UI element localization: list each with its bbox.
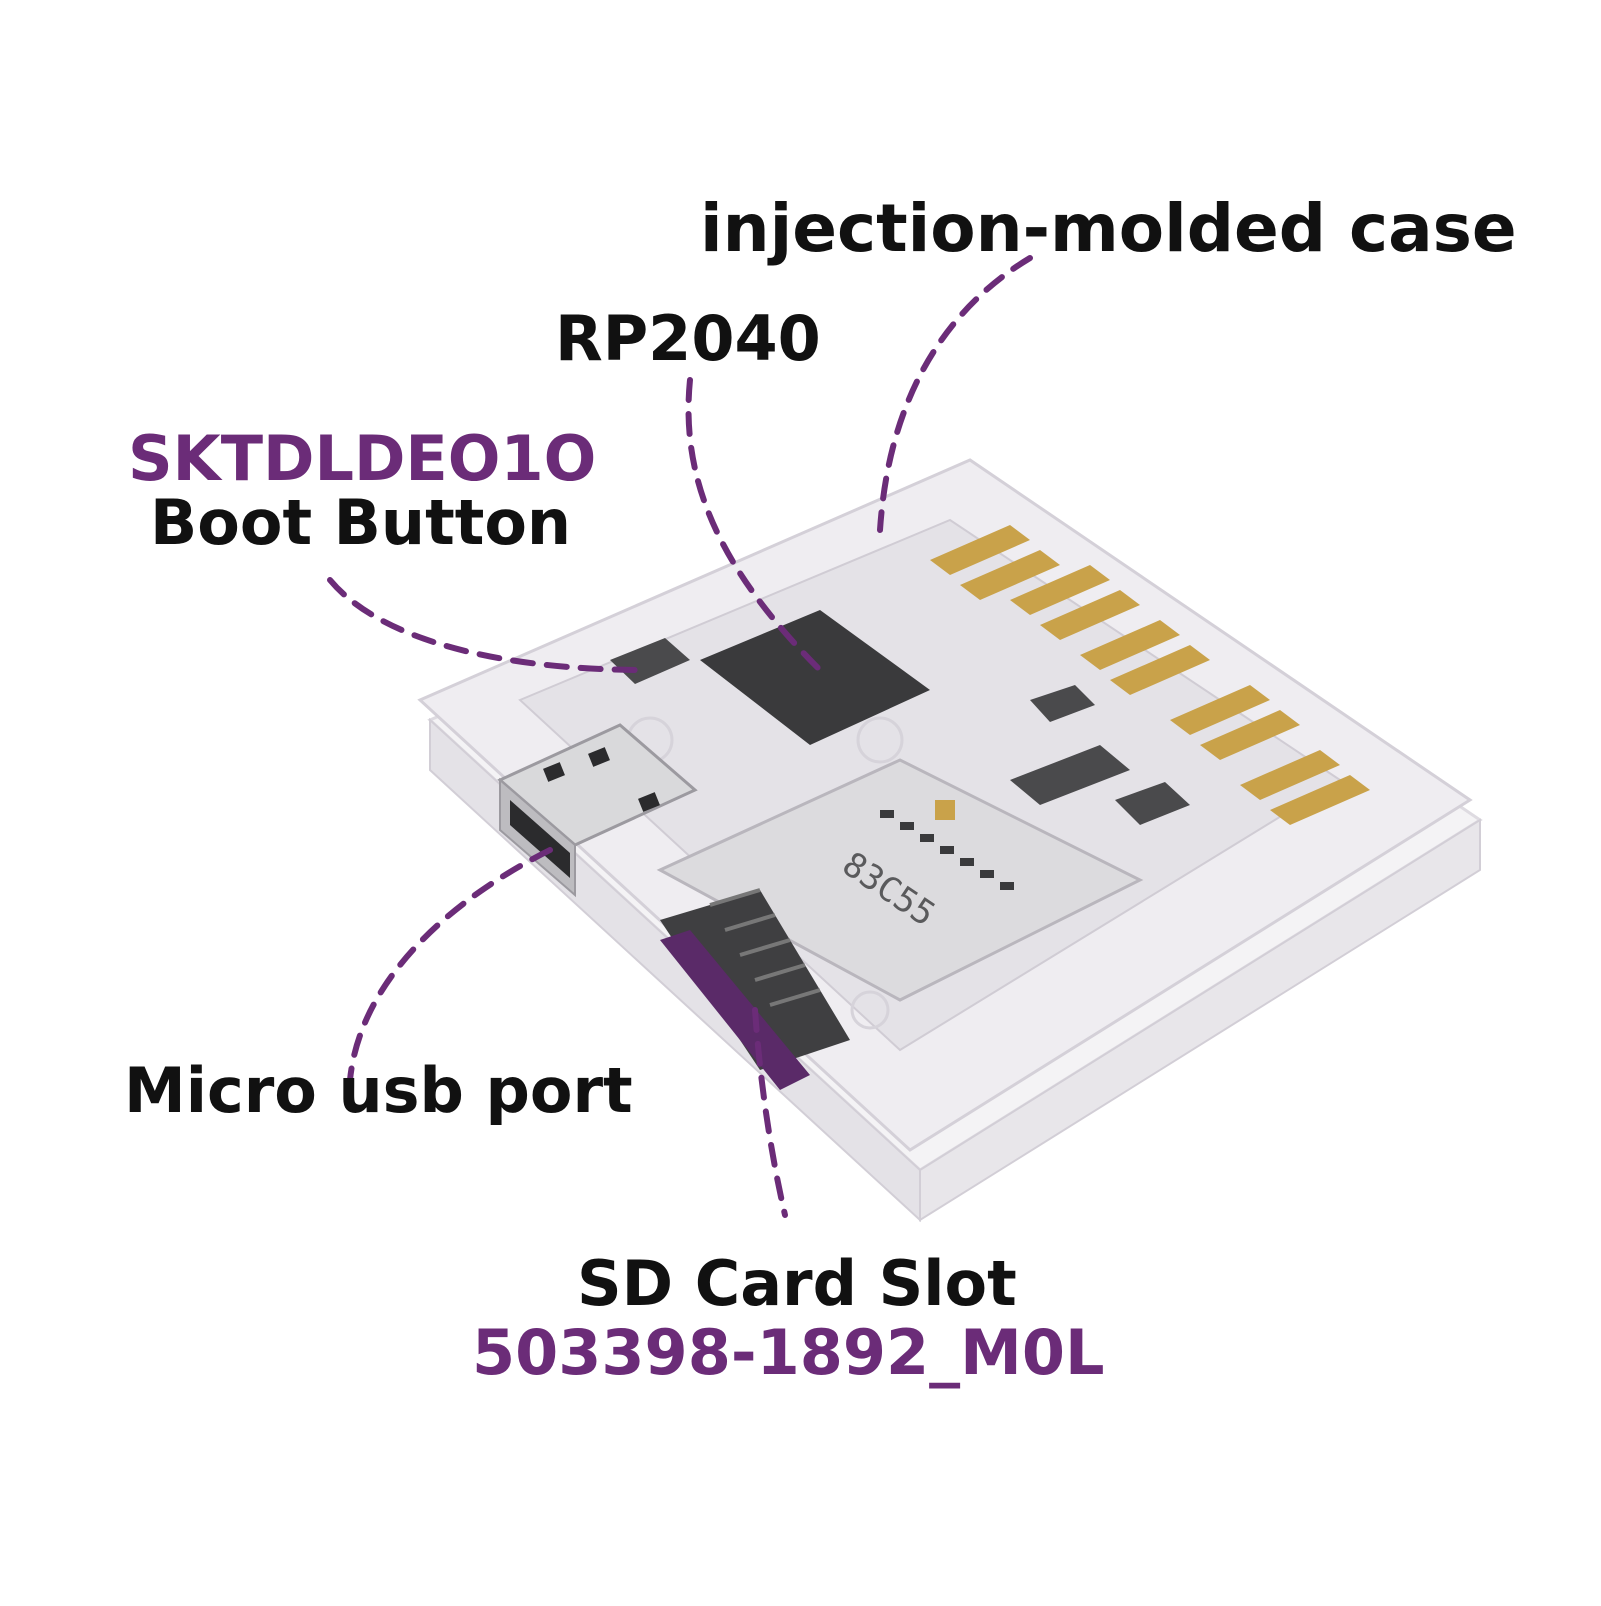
sd-slot-pads	[880, 800, 1014, 890]
contact-strip	[1010, 565, 1110, 615]
leader-lines	[327, 255, 1033, 1218]
leader-sd	[752, 1007, 788, 1218]
contact-strip	[1240, 750, 1340, 800]
contact-strip	[1170, 685, 1270, 735]
leader-usb	[347, 847, 553, 1083]
sd-slot-springs	[709, 888, 821, 1007]
component	[1115, 782, 1190, 825]
label-boot-button-part-number: SKTDLDEO1O	[128, 422, 597, 495]
case-shell-side-edge-right	[919, 818, 1481, 1222]
contact-strip	[1040, 590, 1140, 640]
usb-tab	[638, 792, 660, 812]
component	[1010, 745, 1130, 805]
contact-strip	[960, 550, 1060, 600]
label-rp2040: RP2040	[555, 302, 821, 375]
board-hole	[850, 990, 890, 1030]
contact-strip	[1080, 620, 1180, 670]
usb-tab	[588, 747, 610, 767]
edge-contacts	[930, 525, 1370, 825]
sd-slot-cage	[656, 758, 1144, 1002]
micro-usb-opening	[510, 800, 570, 878]
sd-card-insert	[660, 930, 810, 1090]
rp2040-chip	[700, 610, 930, 745]
contact-strip	[1270, 775, 1370, 825]
contact-strip	[1200, 710, 1300, 760]
contact-strip	[1110, 645, 1210, 695]
leader-boot	[327, 577, 648, 673]
board-hole	[856, 716, 904, 764]
label-sd-slot-part-number: 503398-1892_M0L	[472, 1316, 1105, 1389]
label-micro-usb-port: Micro usb port	[124, 1054, 633, 1127]
label-sd-card-slot: SD Card Slot	[577, 1247, 1017, 1320]
label-boot-button: Boot Button	[150, 486, 572, 559]
leader-rp2040	[685, 377, 823, 673]
usb-tab	[543, 762, 565, 782]
contact-strip	[930, 525, 1030, 575]
leader-case	[877, 255, 1033, 533]
component	[1030, 685, 1095, 722]
label-injection-molded-case: injection-molded case	[700, 190, 1517, 267]
